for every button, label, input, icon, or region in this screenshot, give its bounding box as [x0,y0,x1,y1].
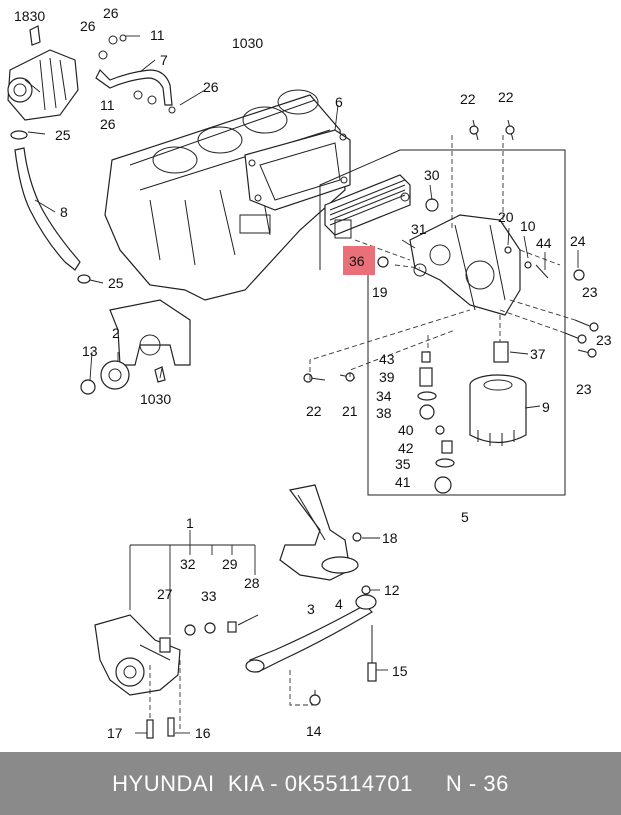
callout-22-c: 22 [306,403,322,419]
callout-16: 16 [195,725,211,741]
callout-9: 9 [542,399,550,415]
oil-strainer [279,484,362,581]
callout-31: 31 [411,221,427,237]
callout-11-a: 11 [150,27,165,43]
callout-24: 24 [570,233,586,249]
callout-1830: 1830 [14,8,45,24]
callout-labels: 1830 26 26 11 7 1030 26 11 26 25 6 22 22… [14,5,612,741]
balance-shaft-bracket [80,299,191,395]
pump-bracket-lines [129,530,256,635]
callout-8: 8 [60,204,68,220]
callout-33: 33 [201,588,217,604]
callout-41: 41 [395,474,411,490]
callout-21: 21 [342,403,358,419]
oil-cooler [324,174,411,239]
callout-30: 30 [424,167,440,183]
callout-12: 12 [384,582,400,598]
callout-32: 32 [180,556,196,572]
callout-26-a: 26 [80,18,96,34]
callout-7: 7 [160,52,168,68]
callout-23-a: 23 [582,284,598,300]
callout-1030-b: 1030 [140,391,171,407]
callout-25-b: 25 [108,275,124,291]
oil-pipe [245,585,377,706]
highlight-36 [343,246,375,275]
part-number-caption: HYUNDAI KIA - 0K55114701 N - 36 [112,771,509,796]
callout-17: 17 [107,725,123,741]
callout-6: 6 [335,94,343,110]
valve-parts-column [417,341,509,494]
callout-37: 37 [530,346,546,362]
callout-22-a: 22 [460,91,476,107]
cooler-gasket [244,129,351,211]
callout-43: 43 [379,351,395,367]
callout-14: 14 [306,723,322,739]
callout-10: 10 [520,218,536,234]
callout-2: 2 [112,325,120,341]
catalog-footer-bar: HYUNDAI KIA - 0K55114701 N - 36 [0,752,621,815]
breather-tube [95,34,176,114]
callout-25-a: 25 [55,127,71,143]
callout-44: 44 [536,235,552,251]
filter-housing [409,214,521,316]
callout-40: 40 [398,422,414,438]
callout-26-d: 26 [100,116,116,132]
callout-26-b: 26 [103,5,119,21]
callout-23-b: 23 [596,332,612,348]
callout-5: 5 [461,509,469,525]
oil-pump [94,614,259,696]
callout-22-b: 22 [498,89,514,105]
oil-system-exploded-diagram: 1830 26 26 11 7 1030 26 11 26 25 6 22 22… [7,5,612,741]
callout-29: 29 [222,556,238,572]
callout-34: 34 [376,388,392,404]
callout-19: 19 [372,284,388,300]
callout-36: 36 [349,253,365,269]
return-hose [10,130,91,284]
oil-filter-assembly-box [319,149,566,496]
callout-26-c: 26 [203,79,219,95]
callout-38: 38 [376,405,392,421]
callout-4: 4 [335,596,343,612]
pump-bolts [146,660,315,739]
callout-1: 1 [186,515,194,531]
callout-1030-a: 1030 [232,35,263,51]
callout-11-b: 11 [100,97,115,113]
callout-42: 42 [398,440,414,456]
alternator [7,25,79,121]
leader-lines [24,35,579,734]
callout-27: 27 [157,586,173,602]
callout-35: 35 [395,456,411,472]
guide-lines-upper [309,135,576,380]
callout-20: 20 [498,209,514,225]
callout-28: 28 [244,575,260,591]
callout-3: 3 [307,601,315,617]
callout-18: 18 [382,530,398,546]
callout-13: 13 [82,343,98,359]
oil-filter [469,374,527,446]
callout-15: 15 [392,663,408,679]
callout-23-c: 23 [576,381,592,397]
callout-39: 39 [379,369,395,385]
